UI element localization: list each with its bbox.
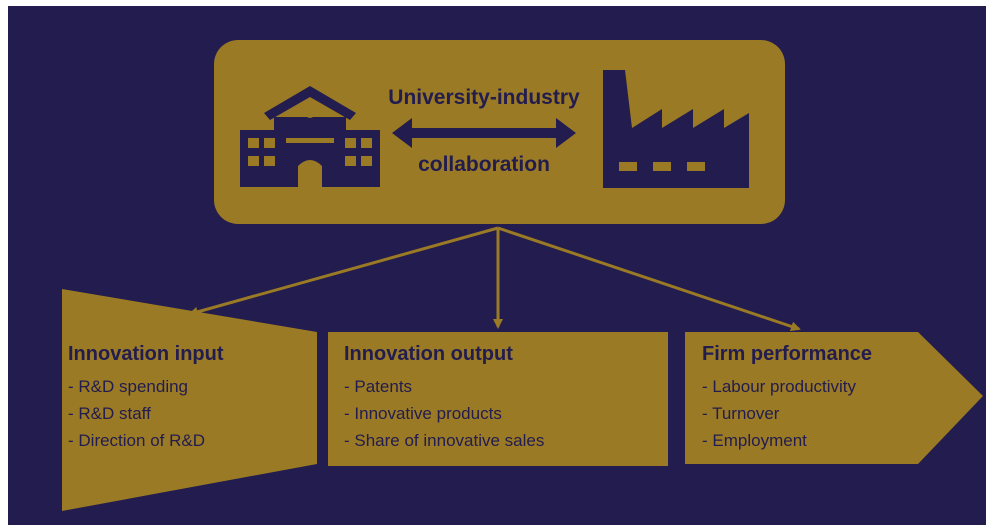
collaboration-label-line1: University-industry bbox=[388, 86, 580, 109]
list-item: Employment bbox=[702, 427, 856, 454]
innovation-output-list: Patents Innovative products Share of inn… bbox=[344, 373, 544, 454]
innovation-input-title: Innovation input bbox=[68, 343, 224, 365]
firm-performance-title: Firm performance bbox=[702, 343, 873, 365]
list-item: Innovative products bbox=[344, 400, 544, 427]
list-item: R&D staff bbox=[68, 400, 205, 427]
list-item: Direction of R&D bbox=[68, 427, 205, 454]
factory-icon bbox=[603, 70, 749, 188]
list-item: Share of innovative sales bbox=[344, 427, 544, 454]
list-item: Patents bbox=[344, 373, 544, 400]
double-arrow-icon bbox=[392, 118, 576, 148]
connector-arrows bbox=[188, 226, 801, 332]
diagram-canvas: University-industry collaboration Innova… bbox=[8, 6, 986, 525]
innovation-output-title: Innovation output bbox=[344, 343, 513, 365]
list-item: Turnover bbox=[702, 400, 856, 427]
list-item: R&D spending bbox=[68, 373, 205, 400]
firm-performance-list: Labour productivity Turnover Employment bbox=[702, 373, 856, 454]
innovation-input-list: R&D spending R&D staff Direction of R&D bbox=[68, 373, 205, 454]
university-building-icon bbox=[240, 86, 380, 187]
list-item: Labour productivity bbox=[702, 373, 856, 400]
collaboration-label-line2: collaboration bbox=[418, 153, 550, 176]
